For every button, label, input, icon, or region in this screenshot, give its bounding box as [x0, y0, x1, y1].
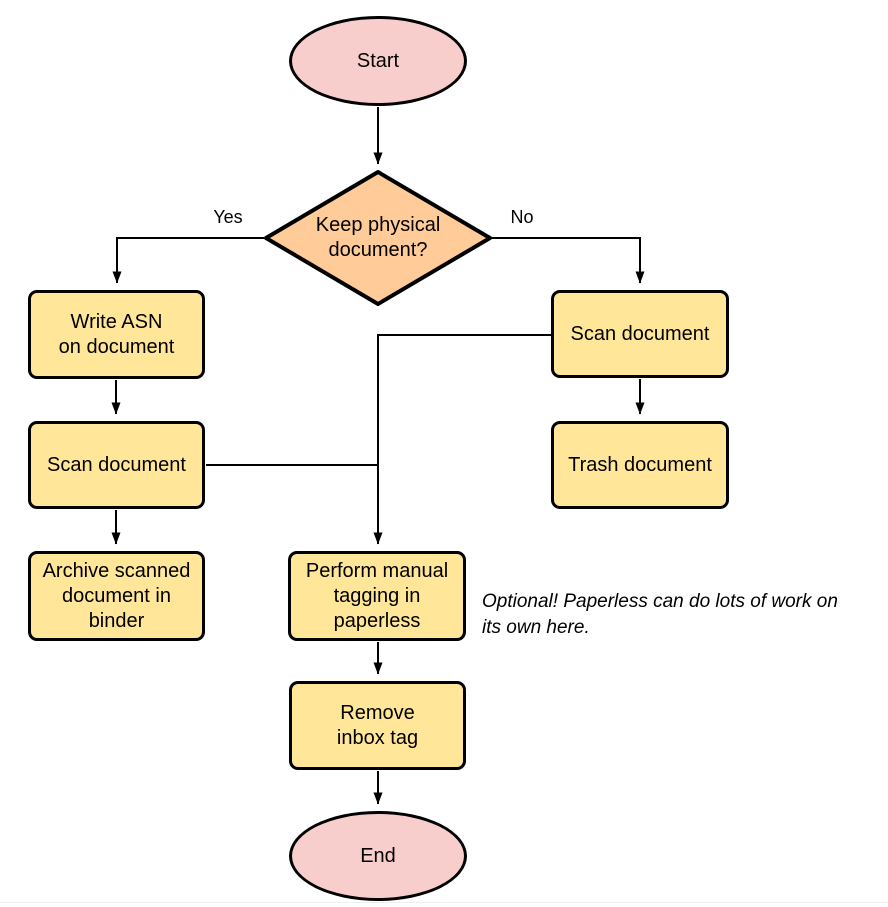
- edge-label-yes: Yes: [213, 207, 243, 227]
- node-archive-binder: Archive scanned document in binder: [28, 551, 205, 641]
- node-archive-binder-label: Archive scanned document in binder: [42, 559, 191, 632]
- node-manual-tagging: Perform manual tagging in paperless: [288, 551, 466, 641]
- node-manual-tagging-label: Perform manual tagging in paperless: [305, 559, 449, 632]
- node-write-asn: Write ASN on document: [28, 290, 205, 379]
- node-decision-label: Keep physical document?: [315, 214, 441, 261]
- node-trash-document-label: Trash document: [568, 453, 712, 476]
- node-start: Start: [289, 16, 467, 106]
- decision-diamond-shape: [264, 170, 492, 306]
- node-scan-document-left: Scan document: [28, 421, 205, 509]
- node-remove-inbox-tag: Remove inbox tag: [289, 681, 466, 770]
- node-scan-document-right-label: Scan document: [570, 322, 710, 345]
- node-scan-document-right: Scan document: [551, 290, 729, 378]
- node-end-label: End: [360, 844, 396, 867]
- node-write-asn-label: Write ASN on document: [58, 310, 175, 358]
- node-end: End: [289, 811, 467, 901]
- edge-decision-yes-to-write-asn: [112, 237, 264, 284]
- edge-label-no: No: [510, 207, 534, 227]
- edge-scan-right-to-tagging: [373, 334, 551, 545]
- node-trash-document: Trash document: [551, 421, 729, 509]
- bottom-divider: [0, 902, 888, 903]
- node-remove-inbox-tag-label: Remove inbox tag: [336, 701, 419, 749]
- edge-decision-no-to-scan-right: [491, 237, 645, 284]
- annotation-optional-note: Optional! Paperless can do lots of work …: [482, 591, 838, 638]
- node-scan-document-left-label: Scan document: [47, 453, 186, 476]
- node-start-label: Start: [356, 49, 400, 72]
